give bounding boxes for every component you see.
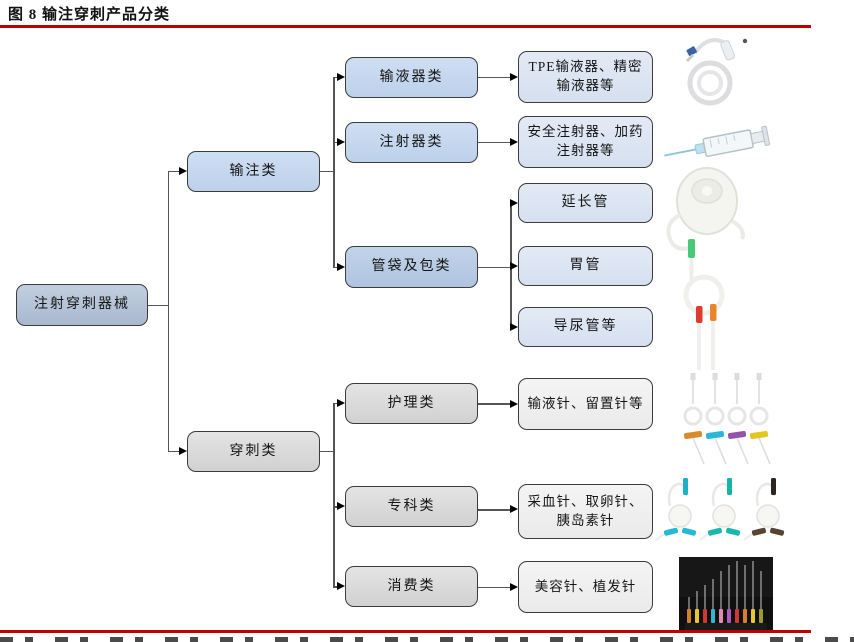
node-tube-bag: 管袋及包类 — [345, 246, 478, 288]
node-syringe: 注射器类 — [345, 122, 478, 163]
connector — [333, 403, 335, 587]
connector — [478, 76, 511, 79]
node-consumer: 消费类 — [345, 566, 478, 607]
figure-title: 图 8 输注穿刺产品分类 — [8, 7, 171, 23]
leaf-extension-tube: 延长管 — [518, 183, 653, 223]
connector — [320, 450, 334, 453]
cosmetic-needles-dark-photo — [679, 557, 773, 638]
connector — [333, 76, 338, 79]
arrowhead — [337, 138, 345, 146]
node-root: 注射穿刺器械 — [16, 284, 148, 326]
arrowhead — [510, 138, 518, 146]
syringe-photo — [658, 108, 776, 169]
connector — [333, 77, 335, 267]
node-infusion-class: 输注类 — [187, 151, 320, 192]
winged-specialty-needles-photo — [655, 474, 796, 553]
arrowhead — [337, 399, 345, 407]
arrowhead — [510, 399, 518, 408]
arrowhead — [510, 505, 518, 513]
tube-catheter-set-photo — [662, 163, 757, 378]
connector — [167, 171, 169, 452]
arrowhead — [510, 582, 518, 591]
clipped-text-row — [0, 637, 854, 642]
leaf-infusion-needle: 输液针、留置针等 — [518, 378, 653, 430]
connector — [320, 170, 334, 173]
leaf-beauty-needle: 美容针、植发针 — [518, 561, 653, 613]
arrowhead — [337, 262, 345, 271]
arrowhead — [337, 502, 345, 510]
leaf-blood-needle: 采血针、取卵针、胰岛素针 — [518, 484, 653, 539]
node-specialty: 专科类 — [345, 486, 478, 527]
top-red-rule — [0, 25, 811, 28]
connector — [333, 506, 338, 508]
leaf-urinary-catheter: 导尿管等 — [518, 307, 653, 347]
node-nursing: 护理类 — [345, 383, 478, 424]
node-puncture-class: 穿刺类 — [187, 431, 320, 472]
connector — [333, 266, 338, 268]
arrowhead — [179, 167, 187, 175]
connector — [478, 266, 511, 268]
connector — [478, 509, 511, 511]
leaf-safety-syringe: 安全注射器、加药注射器等 — [518, 116, 653, 168]
arrowhead — [510, 262, 518, 270]
arrowhead — [337, 73, 345, 81]
connector — [478, 403, 511, 405]
connector — [333, 402, 338, 405]
arrowhead — [510, 322, 518, 331]
arrowhead — [510, 198, 518, 207]
leaf-gastric-tube: 胃管 — [518, 246, 653, 286]
arrowhead — [510, 73, 518, 81]
leaf-tpe-infusion: TPE输液器、精密输液器等 — [518, 51, 653, 103]
arrowhead — [337, 582, 345, 590]
infusion-set-photo — [665, 31, 765, 114]
connector — [148, 304, 168, 306]
connector — [333, 586, 338, 588]
connector — [168, 450, 180, 453]
connector — [478, 141, 511, 144]
butterfly-infusion-needles-photo — [660, 372, 778, 475]
connector — [333, 141, 338, 144]
bottom-red-rule — [0, 630, 811, 633]
arrowhead — [179, 447, 187, 455]
node-infusion-device: 输液器类 — [345, 57, 478, 98]
connector — [478, 586, 511, 588]
connector — [168, 170, 180, 173]
